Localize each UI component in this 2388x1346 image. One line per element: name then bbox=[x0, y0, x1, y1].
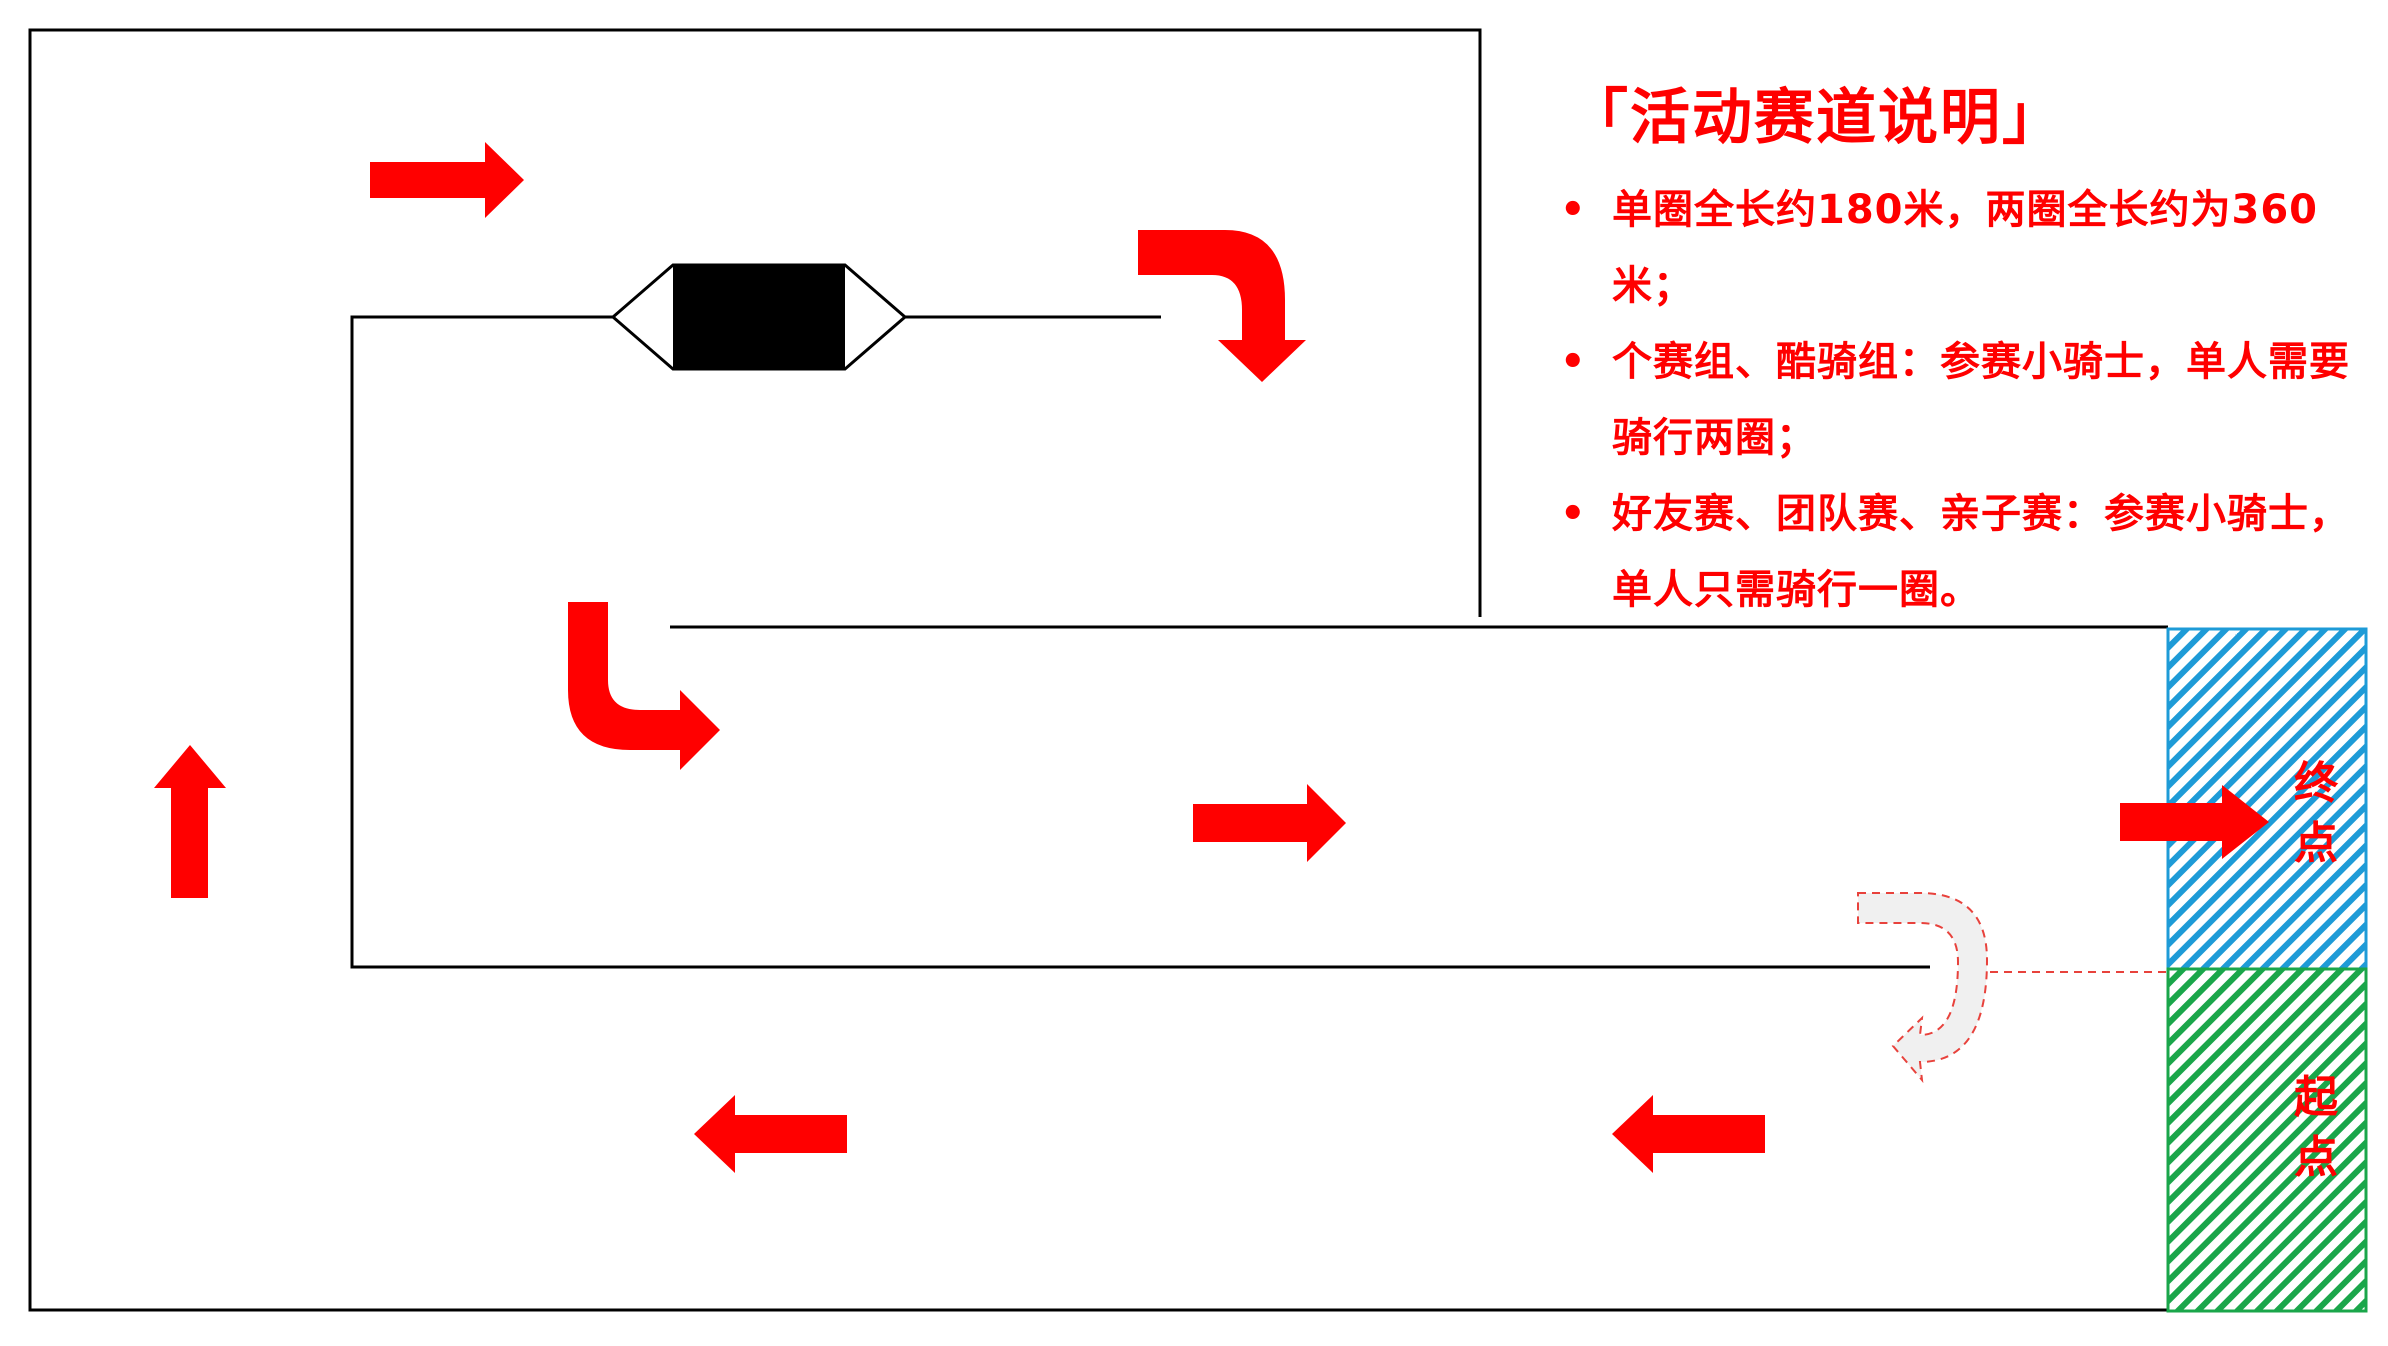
legend-item: • 单圈全长约180米，两圈全长约为360米； bbox=[1560, 172, 2360, 324]
finish-label-char-1: 终 bbox=[2294, 758, 2339, 809]
arrow-up-icon bbox=[154, 745, 226, 898]
finish-label-char-2: 点 bbox=[2294, 818, 2338, 869]
arrow-left-icon bbox=[1612, 1095, 1765, 1173]
legend-item-text: 好友赛、团队赛、亲子赛：参赛小骑士，单人只需骑行一圈。 bbox=[1612, 491, 2350, 613]
start-label-char-2: 点 bbox=[2294, 1132, 2338, 1183]
arrow-right-icon bbox=[2120, 785, 2269, 859]
finish-zone bbox=[2166, 627, 2368, 971]
turn-arrow-icon bbox=[568, 602, 720, 770]
bullet-dot-icon: • bbox=[1560, 491, 1587, 537]
bullet-dot-icon: • bbox=[1560, 339, 1587, 385]
arrow-right-icon bbox=[370, 142, 524, 218]
legend-item-text: 单圈全长约180米，两圈全长约为360米； bbox=[1612, 187, 2318, 309]
track-legend: 「活动赛道说明」 • 单圈全长约180米，两圈全长约为360米； • 个赛组、酷骑组… bbox=[1560, 78, 2360, 628]
start-zone bbox=[2166, 967, 2368, 1313]
outer-boundary-line bbox=[28, 28, 2168, 1312]
turn-arrow-icon bbox=[1138, 230, 1306, 382]
start-label-char-1: 起 bbox=[2294, 1072, 2339, 1123]
arrow-right-icon bbox=[1193, 784, 1346, 862]
legend-item: • 好友赛、团队赛、亲子赛：参赛小骑士，单人只需骑行一圈。 bbox=[1560, 476, 2360, 628]
arrow-left-icon bbox=[694, 1095, 847, 1173]
legend-list: • 单圈全长约180米，两圈全长约为360米； • 个赛组、酷骑组：参赛小骑士，单人… bbox=[1560, 172, 2360, 628]
bullet-dot-icon: • bbox=[1560, 187, 1587, 233]
uturn-hint-icon bbox=[1857, 892, 2168, 1084]
gate-icon bbox=[610, 263, 908, 371]
direction-arrows bbox=[154, 142, 2269, 1173]
legend-item-text: 个赛组、酷骑组：参赛小骑士，单人需要骑行两圈； bbox=[1612, 339, 2350, 461]
legend-title: 「活动赛道说明」 bbox=[1568, 83, 2064, 153]
legend-item: • 个赛组、酷骑组：参赛小骑士，单人需要骑行两圈； bbox=[1560, 324, 2360, 476]
